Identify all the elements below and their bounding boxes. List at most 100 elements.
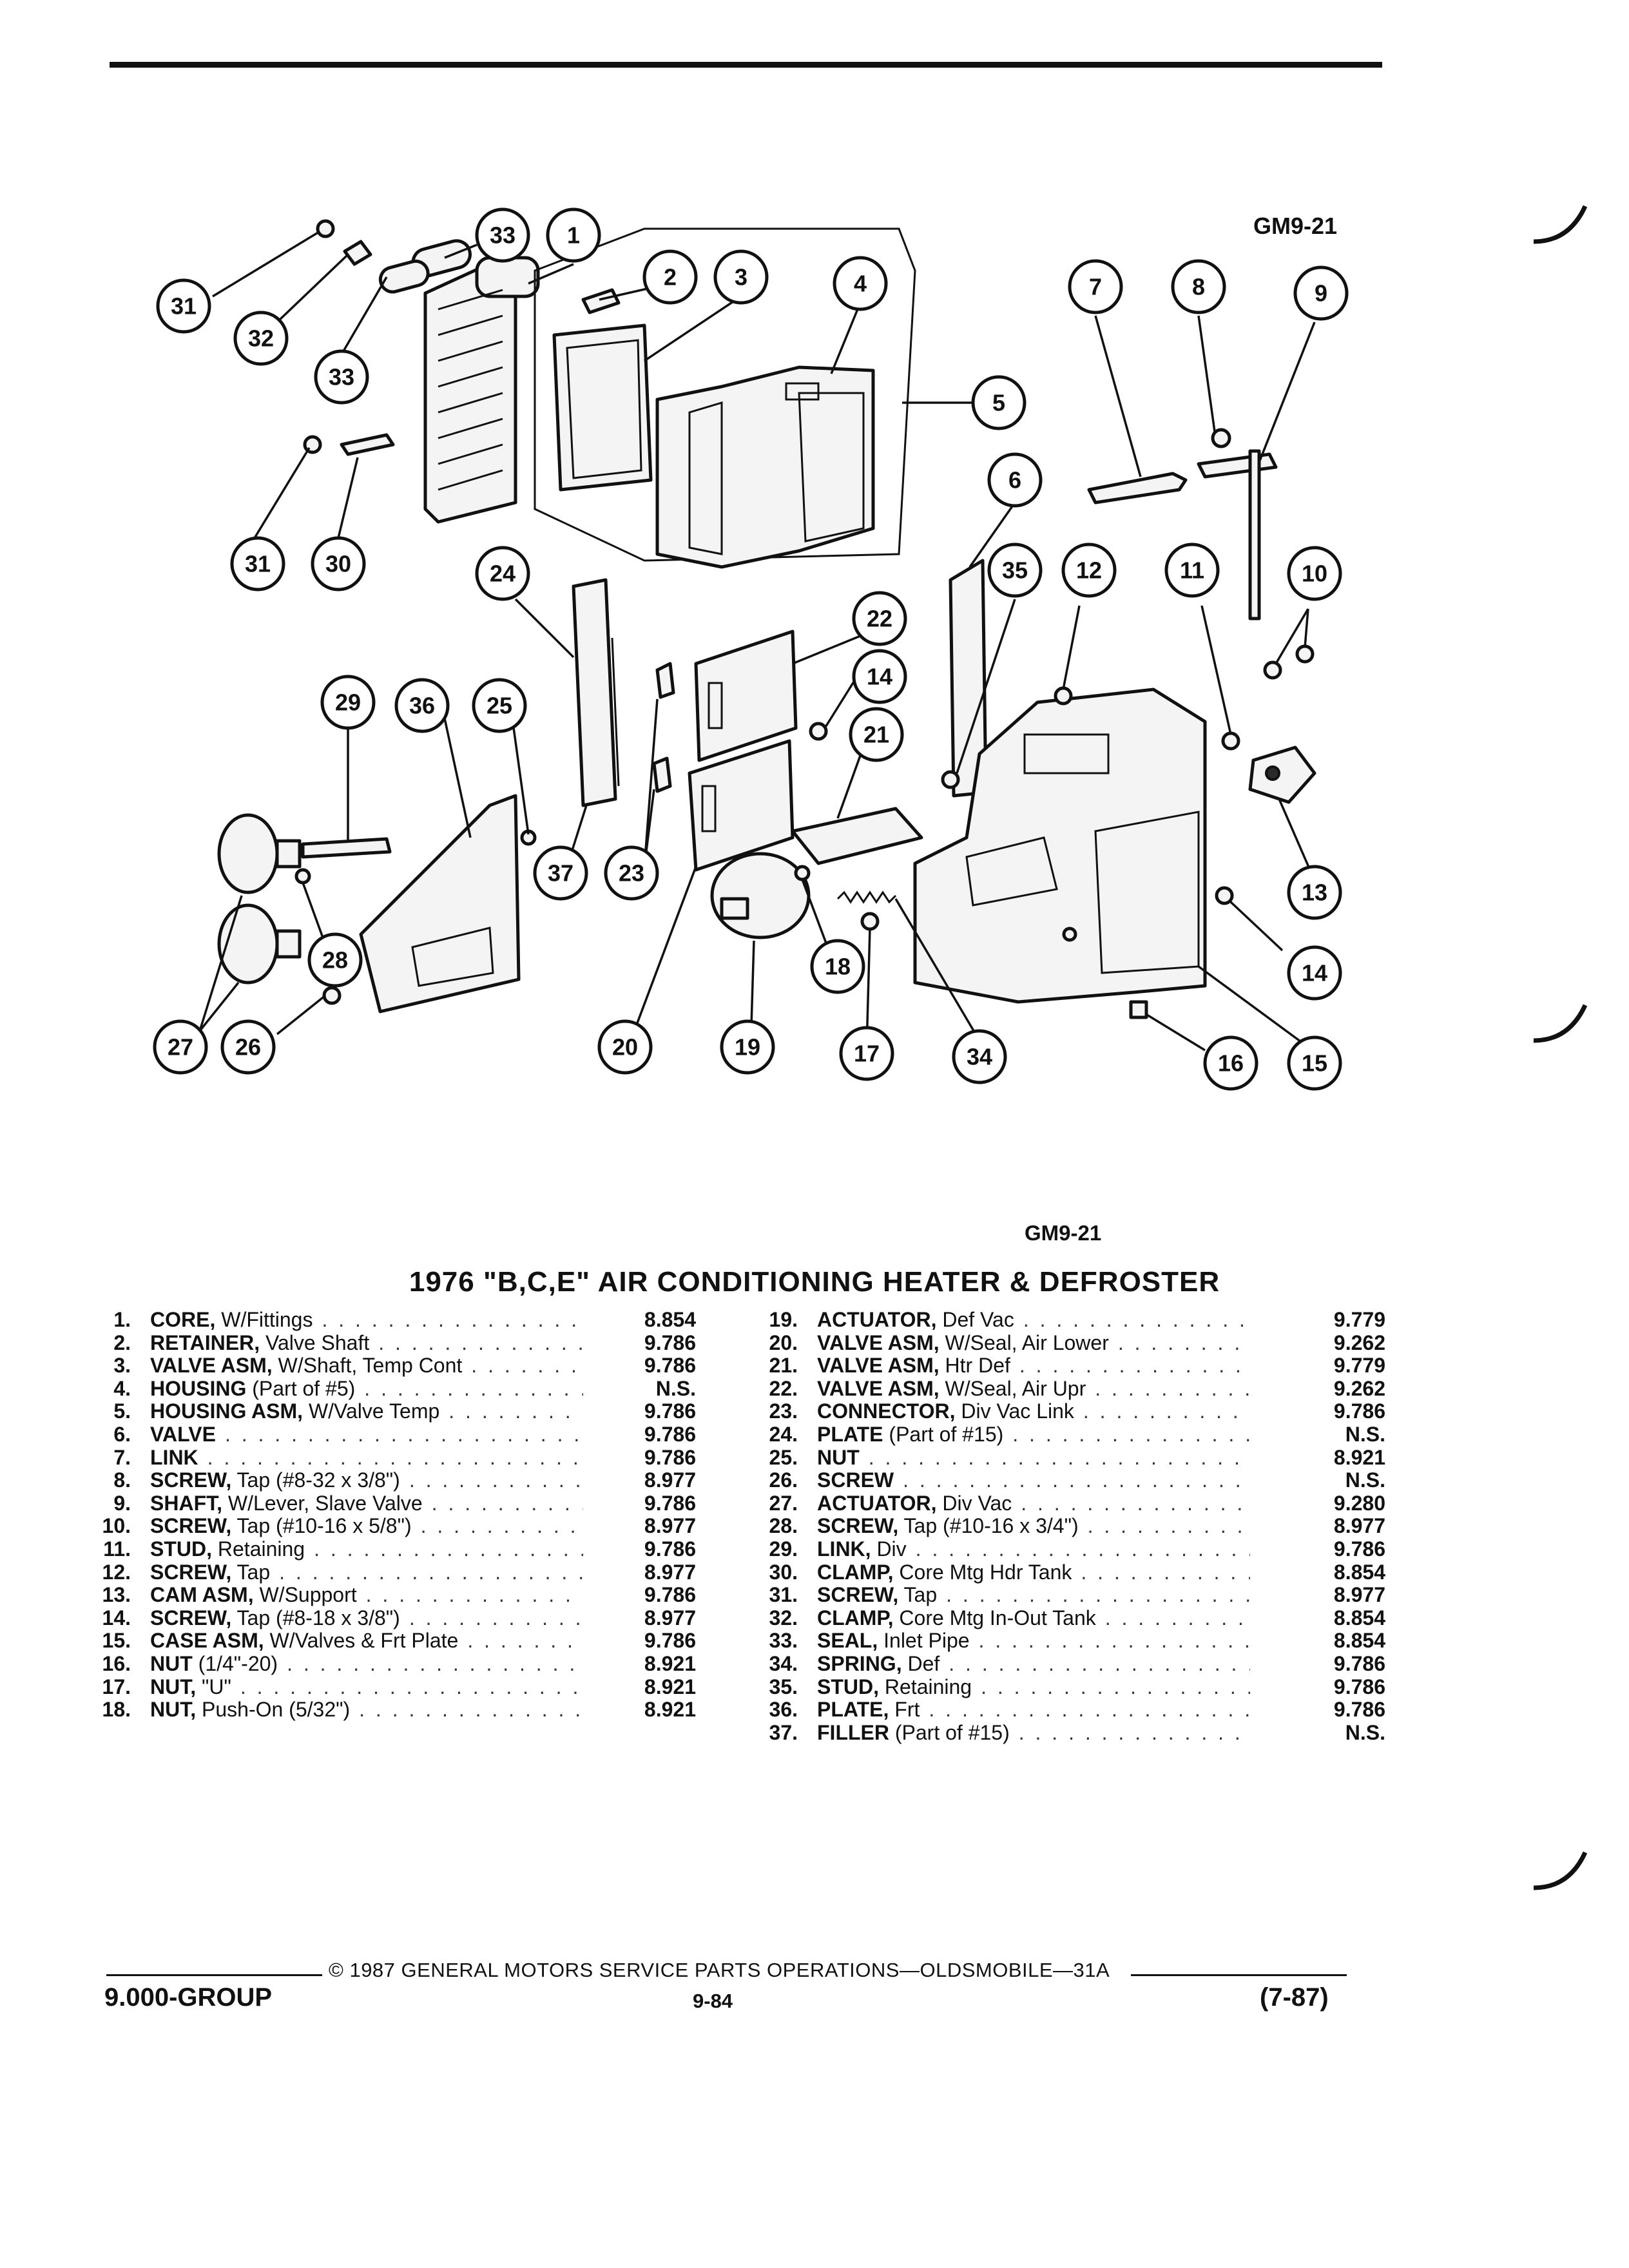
- svg-text:21: 21: [863, 722, 889, 748]
- parts-list-row: 32.CLAMP, Core Mtg In-Out Tank. . . . . …: [741, 1606, 1385, 1629]
- leader-dots: . . . . . . . . . . . . . . . . . . . . …: [365, 1583, 583, 1607]
- part-number: 5.: [113, 1399, 131, 1423]
- group-number: 9.786: [1333, 1399, 1385, 1423]
- callout-13: 13: [1287, 865, 1342, 920]
- group-number: 8.977: [644, 1560, 696, 1584]
- part-detail: Tap (#8-32 x 3/8"): [231, 1468, 400, 1492]
- part-number: 3.: [113, 1354, 131, 1378]
- part-detail: Tap (#10-16 x 5/8"): [231, 1514, 412, 1538]
- svg-text:32: 32: [248, 325, 274, 352]
- leader-dots: . . . . . . . . . . . . . . . . . . . . …: [224, 1422, 583, 1446]
- svg-text:16: 16: [1218, 1050, 1244, 1077]
- cam-asm-drawing: [1248, 745, 1316, 804]
- callout-27: 27: [153, 1019, 208, 1075]
- leader-dots: . . . . . . . . . . . . . . . . . . . . …: [978, 1629, 1250, 1653]
- def-actuator-drawing: [710, 852, 811, 939]
- parts-list-row: 6. VALVE . . . . . . . . . . . . . . . . .…: [74, 1423, 718, 1446]
- binding-mark-bottom: [1533, 1851, 1588, 1890]
- leader-dots: . . . . . . . . . . . . . . . . . . . . …: [1019, 1354, 1250, 1378]
- svg-text:37: 37: [548, 860, 574, 887]
- part-detail: Div Vac: [936, 1491, 1012, 1515]
- svg-text:20: 20: [612, 1034, 638, 1061]
- callout-20: 20: [597, 1019, 653, 1075]
- part-detail: Def Vac: [936, 1308, 1014, 1331]
- svg-text:10: 10: [1302, 561, 1327, 587]
- svg-text:23: 23: [619, 860, 644, 887]
- group-number: 8.921: [644, 1651, 696, 1675]
- parts-list-row: 33. SEAL, Inlet Pipe . . . . . . . . . . .…: [741, 1629, 1385, 1652]
- callout-37: 37: [533, 845, 588, 901]
- callout-16: 16: [1203, 1035, 1258, 1091]
- parts-list-right: 19.ACTUATOR, Def Vac. . . . . . . . . . …: [741, 1308, 1385, 1744]
- part-description: VALVE ASM, W/Seal, Air Upr: [817, 1377, 1086, 1401]
- svg-text:25: 25: [487, 693, 512, 719]
- group-number: 8.921: [1333, 1445, 1385, 1469]
- part-detail: W/Support: [253, 1583, 357, 1607]
- callout-6: 6: [987, 452, 1043, 508]
- parts-list-row: 9.SHAFT, W/Lever, Slave Valve. . . . . .…: [74, 1492, 718, 1515]
- part-name: LINK: [150, 1445, 198, 1469]
- part-name: VALVE: [150, 1422, 216, 1446]
- leader-dots: . . . . . . . . . . . . . . . . . . . . …: [448, 1399, 583, 1423]
- leader-dots: . . . . . . . . . . . . . . . . . . . . …: [1087, 1514, 1250, 1538]
- part-description: SPRING, Def: [817, 1652, 940, 1676]
- plate-24-drawing: [572, 578, 620, 807]
- parts-list-row: 2.RETAINER, Valve Shaft. . . . . . . . .…: [74, 1331, 718, 1354]
- div-actuators-drawing: [217, 813, 392, 985]
- figure-code-top: GM9-21: [1253, 213, 1338, 239]
- leader-dots: . . . . . . . . . . . . . . . . . . . . …: [1023, 1308, 1250, 1331]
- parts-list-row: 28.SCREW, Tap (#10-16 x 3/4"). . . . . .…: [741, 1514, 1385, 1537]
- copyright-line: © 1987 GENERAL MOTORS SERVICE PARTS OPER…: [329, 1959, 1110, 1981]
- callout-4: 4: [833, 256, 888, 311]
- svg-text:27: 27: [168, 1034, 193, 1061]
- part-detail: W/Seal, Air Lower: [939, 1331, 1109, 1354]
- part-number: 35.: [769, 1675, 798, 1698]
- svg-text:5: 5: [992, 390, 1005, 416]
- part-detail: W/Valves & Frt Plate: [264, 1629, 459, 1653]
- group-number: N.S.: [1345, 1468, 1385, 1492]
- part-detail: "U": [196, 1675, 231, 1698]
- group-number: 9.262: [1333, 1331, 1385, 1354]
- part-description: SCREW, Tap (#10-16 x 5/8"): [150, 1514, 412, 1538]
- part-name: SHAFT,: [150, 1491, 222, 1515]
- part-number: 6.: [113, 1422, 131, 1446]
- leader-dots: . . . . . . . . . . . . . . . . . . . . …: [949, 1651, 1250, 1675]
- part-name: VALVE ASM,: [817, 1331, 940, 1354]
- parts-list-row: 8.SCREW, Tap (#8-32 x 3/8"). . . . . . .…: [74, 1468, 718, 1492]
- parts-list-row: 15.CASE ASM, W/Valves & Frt Plate. . . .…: [74, 1629, 718, 1652]
- part-number: 13.: [102, 1583, 131, 1607]
- part-number: 16.: [102, 1651, 131, 1675]
- part-description: PLATE, Frt: [817, 1698, 920, 1722]
- part-number: 11.: [103, 1537, 131, 1561]
- part-detail: Retaining: [879, 1675, 972, 1698]
- callout-15: 15: [1287, 1035, 1342, 1091]
- group-number: 9.786: [644, 1354, 696, 1378]
- part-number: 25.: [769, 1445, 798, 1469]
- parts-list-row: 16.NUT (1/4"-20). . . . . . . . . . . . …: [74, 1652, 718, 1675]
- parts-list-row: 13.CAM ASM, W/Support. . . . . . . . . .…: [74, 1583, 718, 1606]
- part-name: CONNECTOR,: [817, 1399, 956, 1423]
- part-name: CLAMP,: [817, 1560, 894, 1584]
- callout-8: 8: [1171, 259, 1226, 314]
- svg-text:8: 8: [1192, 274, 1205, 300]
- svg-text:15: 15: [1302, 1050, 1327, 1077]
- callout-32: 32: [233, 311, 289, 366]
- part-number: 33.: [769, 1629, 798, 1653]
- callout-10: 10: [1287, 546, 1342, 601]
- part-detail: Div: [871, 1537, 907, 1561]
- part-description: SEAL, Inlet Pipe: [817, 1629, 970, 1653]
- part-detail: Core Mtg Hdr Tank: [893, 1560, 1072, 1584]
- part-name: VALVE ASM,: [150, 1354, 273, 1378]
- part-description: ACTUATOR, Def Vac: [817, 1308, 1014, 1332]
- svg-text:12: 12: [1076, 557, 1102, 584]
- part-number: 36.: [769, 1698, 798, 1722]
- part-name: CORE,: [150, 1308, 216, 1331]
- part-description: CORE, W/Fittings: [150, 1308, 313, 1332]
- callout-19: 19: [720, 1019, 775, 1075]
- group-number: 9.786: [644, 1422, 696, 1446]
- binding-mark-middle: [1533, 1004, 1588, 1043]
- part-name: RETAINER,: [150, 1331, 260, 1354]
- part-number: 29.: [769, 1537, 798, 1561]
- part-detail: W/Valve Temp: [303, 1399, 440, 1423]
- retainer-drawing: [581, 288, 621, 314]
